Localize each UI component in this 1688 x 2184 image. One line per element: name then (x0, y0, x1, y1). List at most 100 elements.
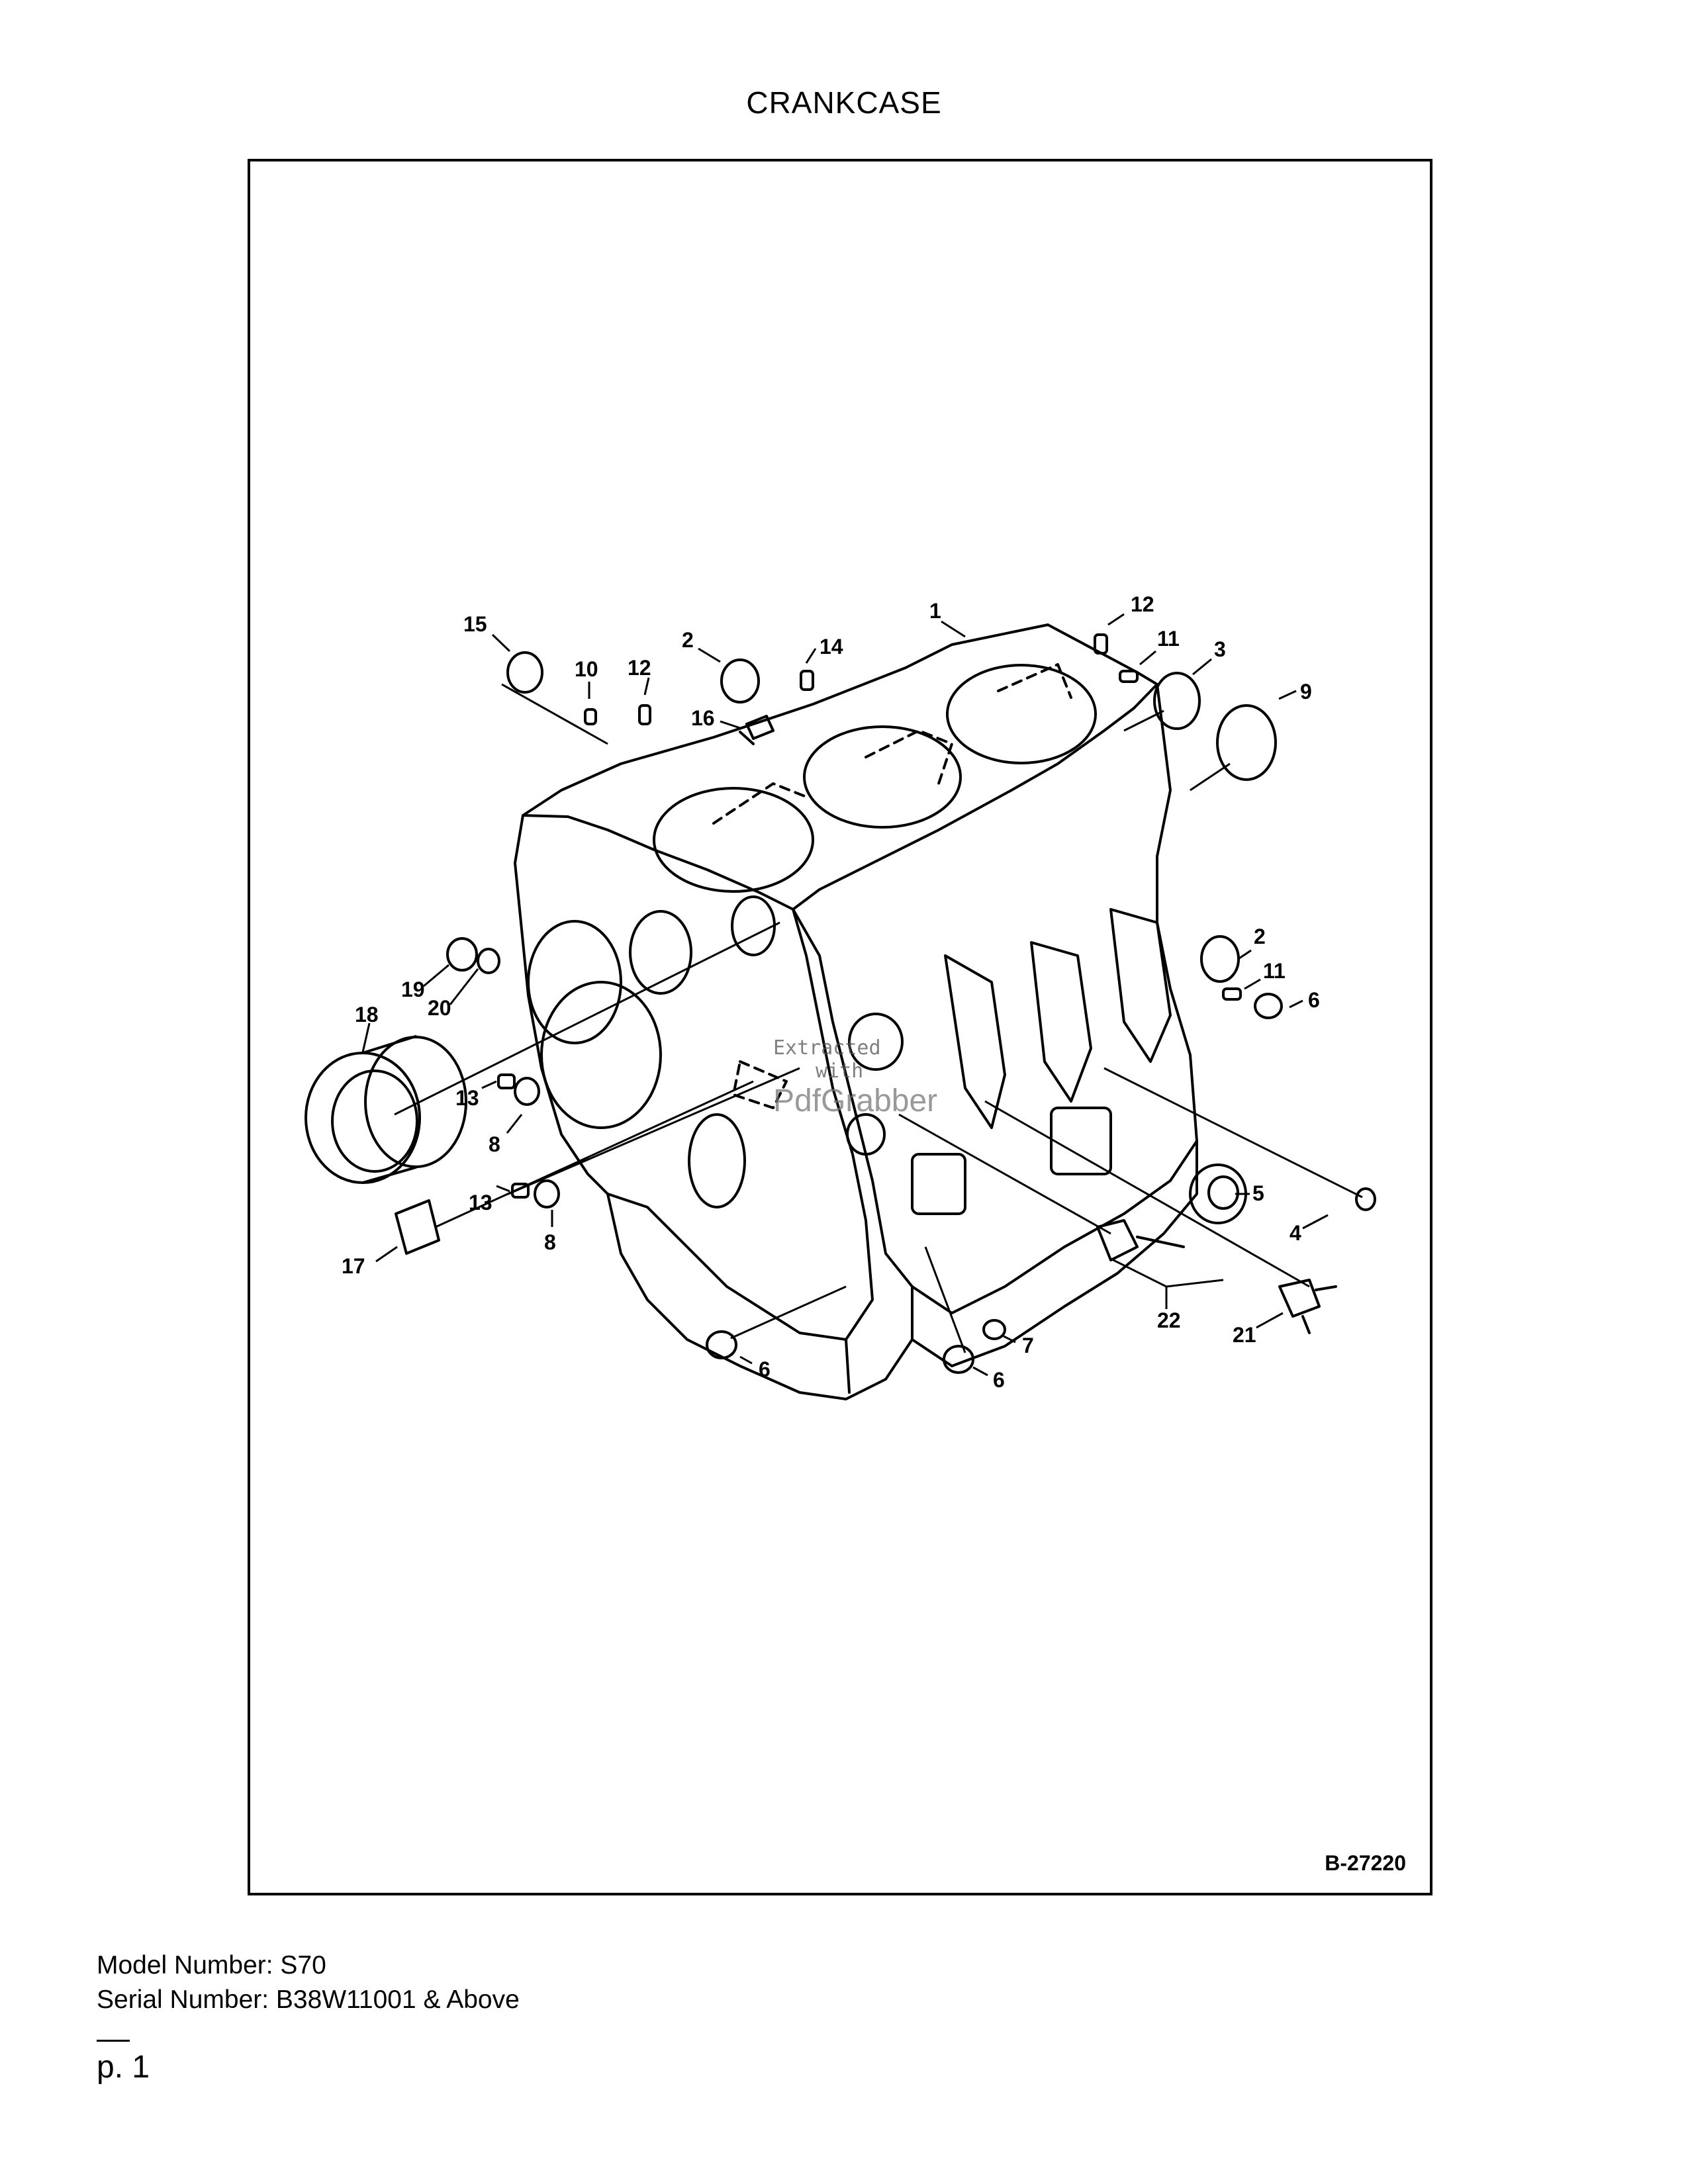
callout-2-top: 2 (682, 628, 694, 652)
cylinder-bore-2 (803, 725, 962, 829)
leader-6-right (1289, 999, 1303, 1009)
leader-19 (423, 964, 449, 987)
watermark-line-2: with (816, 1060, 864, 1083)
callout-labels: 1 2 2 3 4 5 6 6 6 7 8 8 9 10 11 11 12 12… (342, 592, 1320, 1392)
leader-22 (1110, 1257, 1224, 1309)
leader-2-side (1239, 949, 1252, 960)
leader-11-side (1244, 978, 1261, 990)
callout-8-upper: 8 (489, 1132, 500, 1156)
oil-gallery-hidden (732, 1060, 788, 1109)
pin-13-upper (497, 1073, 516, 1089)
plug-2-side (1200, 935, 1240, 983)
plug-7 (982, 1319, 1006, 1340)
seal-18-back (364, 1036, 467, 1168)
callout-6-right: 6 (1308, 988, 1320, 1012)
watermark-line-3: PdfGrabber (773, 1083, 938, 1118)
figure-id: B-27220 (1325, 1851, 1406, 1875)
leader-14 (805, 648, 817, 664)
valve-21 (1278, 1279, 1337, 1334)
pdfgrabber-watermark: Extracted with PdfGrabber (773, 1036, 1011, 1119)
leader-21 (1256, 1312, 1284, 1329)
crankcase-drawing: 1 2 2 3 4 5 6 6 6 7 8 8 9 10 11 11 12 12… (305, 592, 1376, 1400)
callout-14: 14 (820, 635, 843, 659)
callout-3: 3 (1214, 637, 1226, 661)
plug-3 (1153, 672, 1201, 730)
model-number: Model Number: S70 (97, 1951, 326, 1979)
leader-2-top (698, 647, 721, 663)
side-boss-right (1050, 1107, 1112, 1175)
callout-13-lower: 13 (469, 1191, 492, 1214)
plug-2-top (720, 659, 760, 704)
pin-12-left (638, 704, 651, 725)
bushing-17 (395, 1199, 440, 1255)
leader-6-lower-left (739, 1355, 753, 1365)
callout-11-top: 11 (1157, 627, 1180, 651)
axis-lower (730, 1246, 966, 1353)
callout-10: 10 (575, 657, 598, 681)
leader-13-lower (496, 1185, 510, 1193)
crankcase-exploded-diagram: 1 2 2 3 4 5 6 6 6 7 8 8 9 10 11 11 12 12… (250, 161, 1430, 1893)
callout-16: 16 (691, 706, 715, 730)
side-port-lower (846, 1113, 886, 1156)
callout-22: 22 (1157, 1308, 1181, 1332)
leader-17 (375, 1246, 398, 1263)
serial-number: Serial Number: B38W11001 & Above (97, 1985, 520, 2014)
seal-18-inner (331, 1069, 418, 1173)
leader-16 (720, 720, 741, 729)
leader-3 (1192, 658, 1212, 676)
side-rib-3 (1109, 908, 1172, 1063)
block-skirt (845, 1140, 1198, 1394)
plug-4 (1355, 1187, 1376, 1211)
callout-15: 15 (463, 612, 487, 636)
block-top-deck (522, 623, 1158, 911)
callout-19: 19 (401, 978, 425, 1001)
pin-12-right (1094, 633, 1108, 655)
callout-2-side: 2 (1254, 925, 1266, 948)
leader-12-right (1107, 613, 1125, 626)
pin-11-side (1222, 987, 1242, 1001)
pin-13-lower (511, 1183, 530, 1199)
pin-14 (800, 670, 814, 691)
callout-13-upper: 13 (455, 1086, 479, 1110)
plug-9 (1216, 704, 1277, 781)
page-number-rule (97, 2040, 130, 2042)
pin-10 (584, 708, 597, 725)
axis-front (394, 921, 800, 1228)
leader-6-lower-mid (972, 1366, 988, 1377)
callout-21: 21 (1233, 1323, 1256, 1347)
leader-9 (1278, 690, 1297, 700)
seal-18-body (361, 1035, 417, 1184)
front-opening-large (527, 920, 622, 1044)
callout-18: 18 (355, 1003, 379, 1026)
block-lower-edge (606, 1193, 914, 1400)
plug-8-upper (514, 1077, 540, 1106)
callout-4: 4 (1289, 1221, 1301, 1245)
plug-6-lower-left (706, 1330, 737, 1359)
callout-12-left: 12 (628, 656, 651, 680)
cylinder-bore-3 (946, 664, 1097, 764)
leader-15 (491, 633, 511, 653)
cylinder-bore-1 (653, 787, 814, 893)
fitting-16 (739, 715, 774, 745)
leader-8-upper (506, 1114, 523, 1134)
front-opening-lower (688, 1113, 746, 1208)
callout-6-lower-left: 6 (759, 1357, 771, 1381)
callout-11-side: 11 (1263, 959, 1286, 983)
block-front-face (514, 814, 874, 1341)
bore-hidden-lines (712, 663, 1072, 825)
plug-8-lower (534, 1179, 560, 1208)
side-rib-1 (944, 954, 1006, 1129)
callout-5: 5 (1252, 1181, 1264, 1205)
axis-right (898, 1067, 1363, 1288)
page-number: p. 1 (97, 2050, 150, 2085)
page-title: CRANKCASE (746, 85, 942, 120)
callout-20: 20 (428, 996, 451, 1020)
leader-20 (449, 968, 479, 1005)
watermark-line-1: Extracted (773, 1036, 881, 1060)
plug-6-right (1254, 993, 1283, 1019)
model-info: Model Number: S70 Serial Number: B38W110… (97, 1948, 520, 2017)
leader-12-left (643, 677, 650, 696)
callout-8-lower: 8 (544, 1230, 556, 1254)
front-opening-medium (629, 910, 692, 995)
plug-5-inner (1207, 1175, 1239, 1210)
